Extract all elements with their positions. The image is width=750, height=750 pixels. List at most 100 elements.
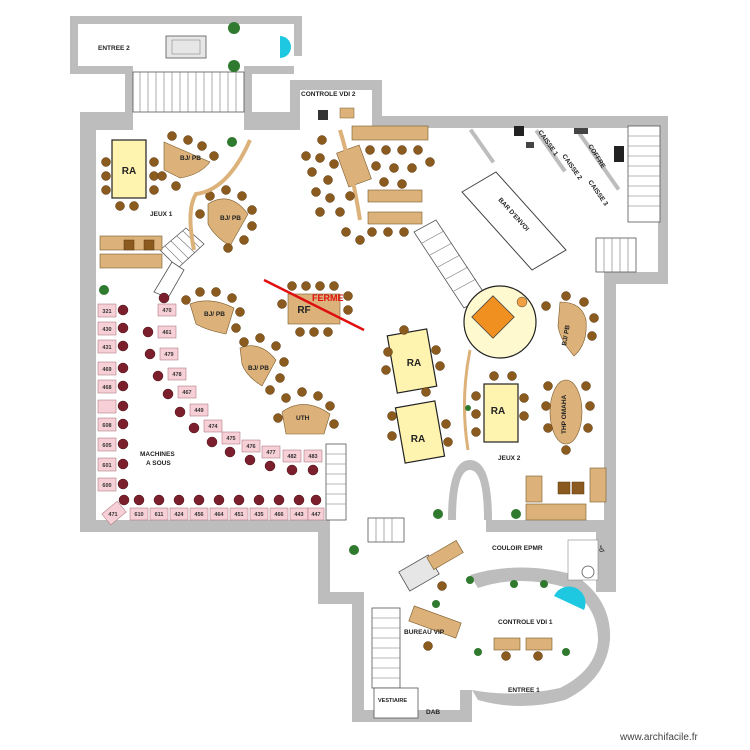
entree2-area: ENTREE 2	[98, 22, 291, 72]
door-swing-cyan	[554, 586, 586, 610]
control-desk-icon	[318, 110, 328, 120]
path-curve	[188, 139, 252, 251]
chairs-jeux2	[381, 291, 599, 455]
ra-table	[111, 139, 147, 199]
entree2-label: ENTREE 2	[98, 45, 130, 52]
slot-number: 601	[102, 463, 111, 469]
plant-icon	[474, 648, 482, 656]
dab-label: DAB	[426, 709, 440, 716]
slot-number: 600	[102, 483, 111, 489]
slot-number: 474	[208, 424, 218, 430]
ra-table-label: RA	[407, 358, 421, 369]
slot-number: 467	[182, 390, 191, 396]
desk	[525, 637, 553, 651]
slot-number: 611	[155, 512, 164, 518]
closed-strike	[263, 278, 365, 332]
caisse3-label: CAISSE 3	[586, 179, 609, 208]
slot-number: 431	[102, 345, 111, 351]
bar-envoi-area: BAR D'ENVOI CAISSE 1 CAISSE 2 CAISSE 3 C…	[461, 126, 624, 271]
stairs-lower	[367, 517, 405, 689]
jeux1-area: JEUX 1 RA BJ/ PB BJ/ PB	[99, 131, 257, 269]
bench	[351, 125, 429, 141]
controle-vdi2-label: CONTROLE VDI 2	[301, 91, 356, 98]
stairs-bar	[413, 219, 487, 309]
slot-number: 471	[108, 512, 117, 518]
thp-omaha-label: THP OMAHA	[561, 394, 568, 434]
slot-number: 449	[194, 408, 203, 414]
ra-table-label: RA	[411, 434, 425, 445]
controle-vdi2-area: CONTROLE VDI 2	[301, 91, 356, 120]
plant-icon	[511, 509, 521, 519]
slots-left-column: 321 430 431 469 468 608 605 601 600	[97, 303, 129, 492]
plant-icon	[227, 137, 237, 147]
uth-label: UTH	[296, 415, 310, 422]
rf-table	[287, 293, 341, 325]
ra-table	[394, 400, 446, 464]
accessibility-icon: ♿	[598, 545, 606, 555]
plant-icon	[540, 580, 548, 588]
jeux2-area: RA RA RA BJ/ PB THP OMAHA JEUX 2	[381, 285, 607, 521]
slot-number: 469	[102, 367, 111, 373]
ra-table-label: RA	[491, 406, 505, 417]
rf-label: RF	[297, 305, 310, 316]
entrance-mat	[165, 35, 207, 59]
desk	[426, 540, 464, 570]
desk	[493, 637, 521, 651]
bjpb-label: BJ/ PB	[180, 155, 201, 162]
slot-number: 451	[234, 512, 243, 518]
bjpb-label: BJ/ PB	[561, 324, 572, 346]
lower-area: COULOIR EPMR CONTROLE VDI 1 ENTREE 1 BUR…	[373, 539, 606, 719]
bench	[525, 475, 543, 503]
toilet-icon	[581, 565, 595, 579]
chairs-middle	[181, 287, 339, 429]
walls	[70, 16, 668, 722]
slot-number: 424	[174, 512, 184, 518]
slot-number: 466	[274, 512, 283, 518]
slot-number: 476	[246, 444, 255, 450]
chairs-jeux1	[101, 131, 257, 253]
plant-icon	[466, 576, 474, 584]
caisse1-label: CAISSE 1	[536, 129, 559, 158]
slots-arc: 470 461 479 478 467 449 474 475 476 477 …	[142, 292, 323, 476]
bjpb-label: BJ/ PB	[204, 311, 225, 318]
slot-number: 435	[254, 512, 263, 518]
plant-icon	[510, 580, 518, 588]
bureau-label: BUREAU VIP	[404, 629, 445, 636]
slot-number: 608	[102, 423, 111, 429]
chairs-top-center	[301, 135, 435, 245]
slot-number: 482	[287, 454, 296, 460]
jeux2-label: JEUX 2	[498, 455, 521, 462]
bjpb-label: BJ/ PB	[220, 215, 241, 222]
plant-icon	[228, 22, 240, 34]
plant-icon	[432, 600, 440, 608]
entree1-label: ENTREE 1	[508, 687, 540, 694]
uth-table	[281, 404, 331, 435]
bar-icon	[471, 295, 515, 339]
slot-number: 610	[134, 512, 143, 518]
coffre-label: COFFRE	[586, 143, 606, 170]
jeux1-label: JEUX 1	[150, 211, 173, 218]
slot-number: 430	[102, 327, 111, 333]
slot-machines-area: MACHINES A SOUS 321 430 431 469 468 608 …	[97, 292, 325, 526]
slot-number: 464	[214, 512, 224, 518]
slot-number: 321	[102, 309, 111, 315]
ra-table-label: RA	[122, 166, 136, 177]
slot-number: 470	[162, 308, 171, 314]
bench	[367, 189, 423, 203]
bjpb-table	[239, 345, 277, 387]
plant-icon	[99, 285, 109, 295]
cabinet-icon	[614, 146, 624, 162]
stairs-slots	[325, 443, 347, 521]
path-curve	[462, 349, 472, 451]
door-swing-cyan	[280, 36, 291, 58]
machines-label-line2: A SOUS	[146, 460, 171, 467]
desk	[408, 605, 462, 639]
bench	[589, 467, 607, 503]
slot-number: 477	[266, 450, 275, 456]
plants	[99, 137, 570, 656]
rf-table-closed: RF FERME	[263, 278, 365, 337]
plant-icon	[228, 60, 240, 72]
couloir-label: COULOIR EPMR	[492, 545, 543, 552]
bar-counter	[461, 171, 567, 271]
